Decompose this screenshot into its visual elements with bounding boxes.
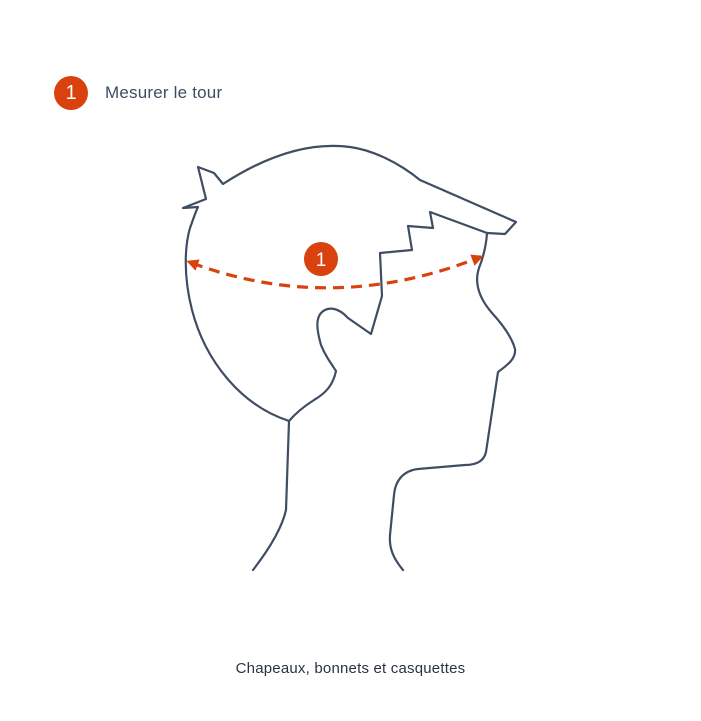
step-header: 1 Mesurer le tour: [54, 76, 222, 110]
step-label: Mesurer le tour: [105, 83, 223, 102]
caption: Chapeaux, bonnets et casquettes: [235, 660, 466, 677]
double-arrow-icon: [186, 254, 484, 290]
diagram-marker-number: 1: [316, 250, 327, 271]
diagram-marker-circle: [304, 242, 338, 276]
step-number-badge: 1: [54, 76, 88, 110]
head-profile-icon: [181, 144, 518, 572]
